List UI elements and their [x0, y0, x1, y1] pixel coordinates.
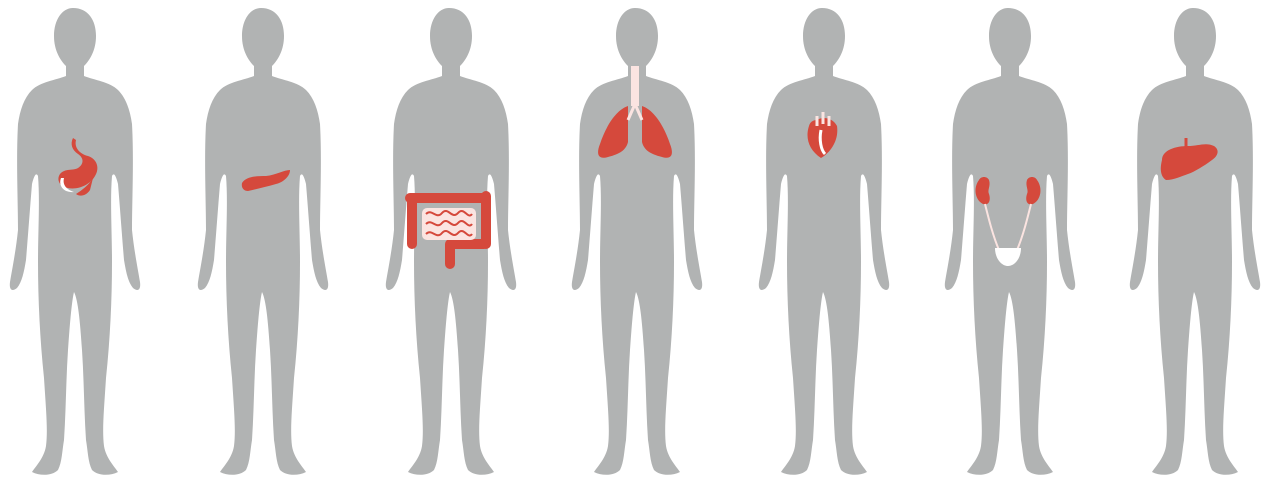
- figure-intestines: [374, 0, 524, 479]
- human-silhouette: [10, 8, 140, 475]
- figure-stomach: [0, 0, 148, 479]
- human-silhouette: [945, 8, 1075, 475]
- human-silhouette: [198, 8, 328, 475]
- human-silhouette: [759, 8, 889, 475]
- figure-lungs: [560, 0, 710, 479]
- human-silhouette: [1130, 8, 1260, 475]
- figure-heart: [747, 0, 897, 479]
- figure-pancreas: [186, 0, 336, 479]
- figure-liver: [1118, 0, 1263, 479]
- figure-urinary-system: [933, 0, 1083, 479]
